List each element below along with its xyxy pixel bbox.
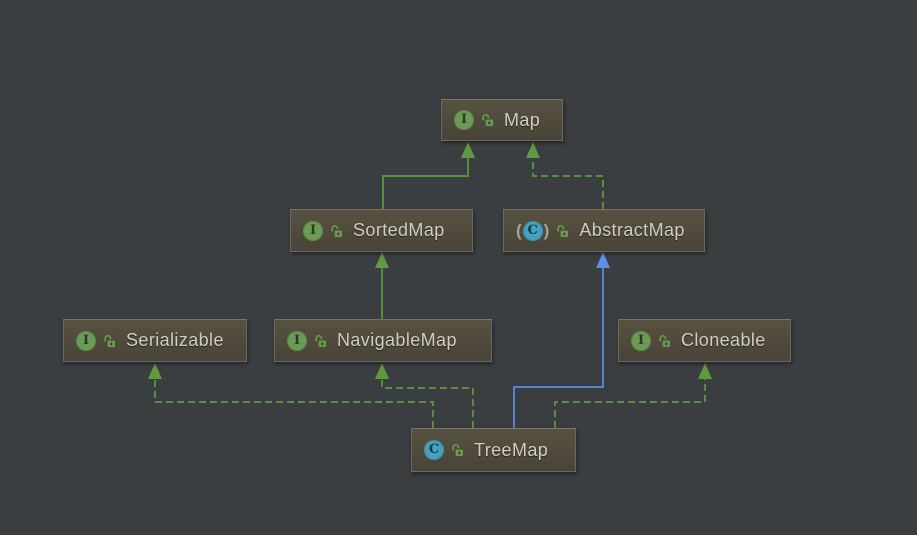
abstract-paren-close: ) (543, 220, 550, 240)
node-label-abstractmap: AbstractMap (579, 220, 685, 240)
node-serializable[interactable]: I Serializable (63, 319, 247, 362)
edge-treemap-implements-navigablemap (375, 363, 474, 428)
public-lock-icon (482, 114, 493, 126)
public-lock-icon (331, 224, 342, 237)
public-lock-icon (104, 334, 115, 347)
node-label-serializable: Serializable (126, 330, 224, 350)
edge-treemap-extends-abstractmap (513, 252, 610, 428)
class-icon: C (522, 220, 543, 241)
interface-icon: I (454, 110, 474, 130)
edge-treemap-implements-serializable (148, 363, 434, 428)
node-treemap[interactable]: C TreeMap (411, 428, 576, 472)
node-label-navigablemap: NavigableMap (337, 330, 457, 350)
public-lock-icon (659, 334, 670, 347)
class-icon: C (424, 440, 444, 460)
interface-icon: I (303, 220, 323, 241)
public-lock-icon (315, 334, 326, 347)
node-cloneable[interactable]: I Cloneable (618, 319, 791, 362)
edge-abstractmap-implements-map (526, 142, 604, 209)
interface-icon: I (76, 330, 96, 351)
edge-sortedmap-extends-map (382, 142, 475, 209)
node-navigablemap[interactable]: I NavigableMap (274, 319, 492, 362)
edge-navigablemap-extends-sortedmap (375, 252, 389, 319)
node-label-treemap: TreeMap (474, 439, 549, 460)
abstract-paren-open: ( (516, 220, 522, 240)
node-label-map: Map (504, 109, 541, 130)
node-abstractmap[interactable]: ( C ) AbstractMap (503, 209, 705, 252)
public-lock-icon (557, 224, 569, 237)
abstract-class-icon: ( C ) (516, 220, 550, 241)
interface-icon: I (631, 330, 651, 351)
public-lock-icon (452, 444, 463, 456)
edge-treemap-implements-cloneable (554, 363, 712, 428)
node-sortedmap[interactable]: I SortedMap (290, 209, 473, 252)
node-map[interactable]: I Map (441, 99, 563, 141)
interface-icon: I (287, 330, 307, 351)
node-label-cloneable: Cloneable (681, 330, 766, 350)
node-label-sortedmap: SortedMap (353, 220, 445, 240)
